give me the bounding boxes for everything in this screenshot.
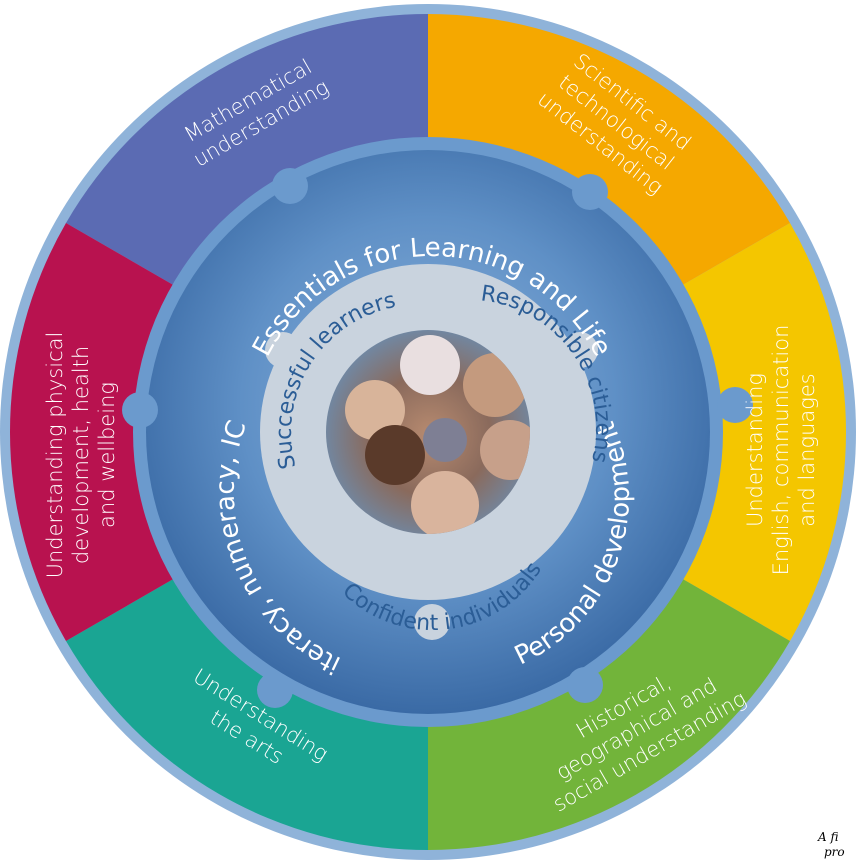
caption-line-1: A fi [818, 830, 839, 844]
segment-label-line: and wellbeing [95, 382, 119, 528]
children-photo [326, 330, 530, 534]
segment-label-line: Understanding [743, 373, 767, 527]
segment-label-english: UnderstandingEnglish, communicationand l… [743, 325, 819, 576]
segment-label-health: Understanding physicaldevelopment, healt… [43, 332, 119, 579]
segment-label-line: development, health [69, 346, 93, 564]
puzzle-knobs [122, 168, 753, 708]
segment-label-line: Understanding physical [43, 332, 67, 579]
inner-knobs [265, 332, 598, 640]
segment-label-line: and languages [795, 373, 819, 526]
segment-label-line: English, communication [769, 325, 793, 576]
caption-fragment: A fi pro [818, 830, 857, 860]
caption-line-2: pro [824, 845, 845, 859]
